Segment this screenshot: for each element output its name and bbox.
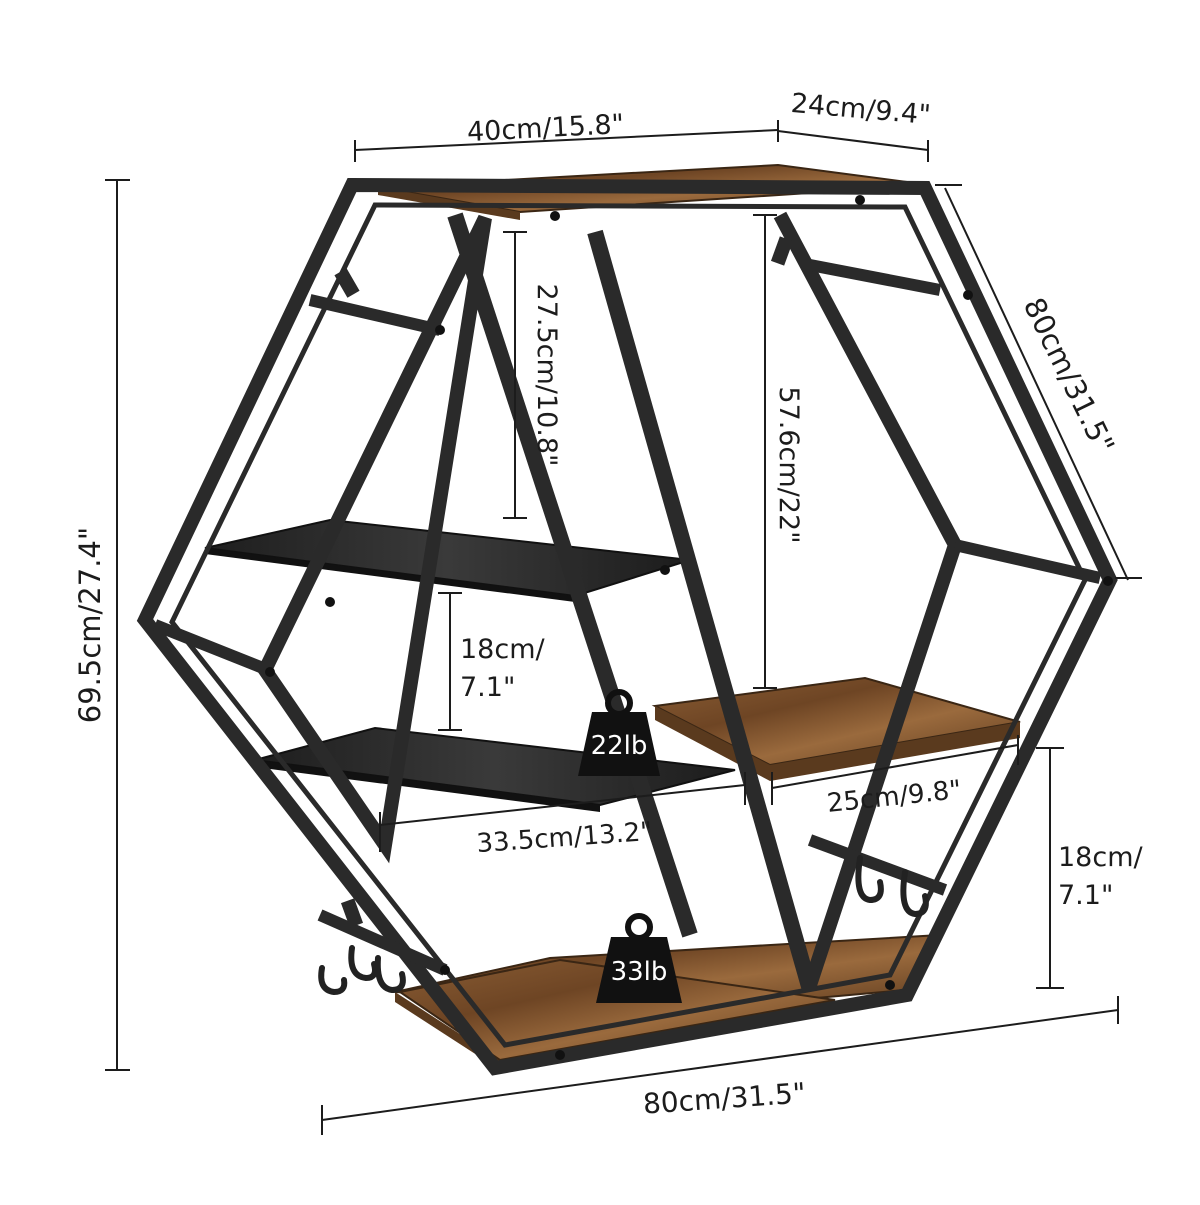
- load-label-22lb: 22lb: [591, 731, 648, 761]
- label-bottom-width: 80cm/31.5": [642, 1076, 807, 1120]
- label-right-lower-gap-line1: 18cm/: [1058, 842, 1144, 873]
- label-depth: 24cm/9.4": [790, 88, 932, 131]
- label-middle-gap-line1: 18cm/: [460, 634, 546, 665]
- label-upper-gap: 27.5cm/10.8": [531, 284, 562, 467]
- hooks: [318, 855, 929, 996]
- upper-glass-shelf: [204, 518, 691, 602]
- load-label-33lb: 33lb: [611, 957, 668, 987]
- dim-left-shelf-line: [379, 784, 746, 826]
- metal-frame: [136, 177, 1118, 1076]
- dimension-lines: [105, 120, 1142, 1135]
- label-middle-gap-line2: 7.1": [460, 672, 515, 703]
- dim-bottom-width-line: [321, 1009, 1119, 1121]
- label-right-shelf-width: 25cm/9.8": [826, 775, 963, 819]
- dim-side-line: [944, 187, 1129, 581]
- weight-icon-22lb: 22lb: [578, 689, 660, 776]
- dim-right-shelf-line: [771, 744, 1019, 789]
- bolts: [265, 195, 1113, 1060]
- dim-depth-line: [777, 130, 929, 151]
- dim-top-width-line: [354, 129, 779, 151]
- label-right-gap: 57.6cm/22": [773, 386, 804, 543]
- label-left-shelf-width: 33.5cm/13.2": [476, 817, 654, 859]
- label-right-lower-gap-line2: 7.1": [1058, 880, 1113, 911]
- right-wood-shelf: [651, 676, 1021, 781]
- weight-icon-33lb: 33lb: [596, 913, 682, 1003]
- label-overall-height: 69.5cm/27.4": [73, 527, 107, 723]
- label-top-width: 40cm/15.8": [466, 109, 625, 148]
